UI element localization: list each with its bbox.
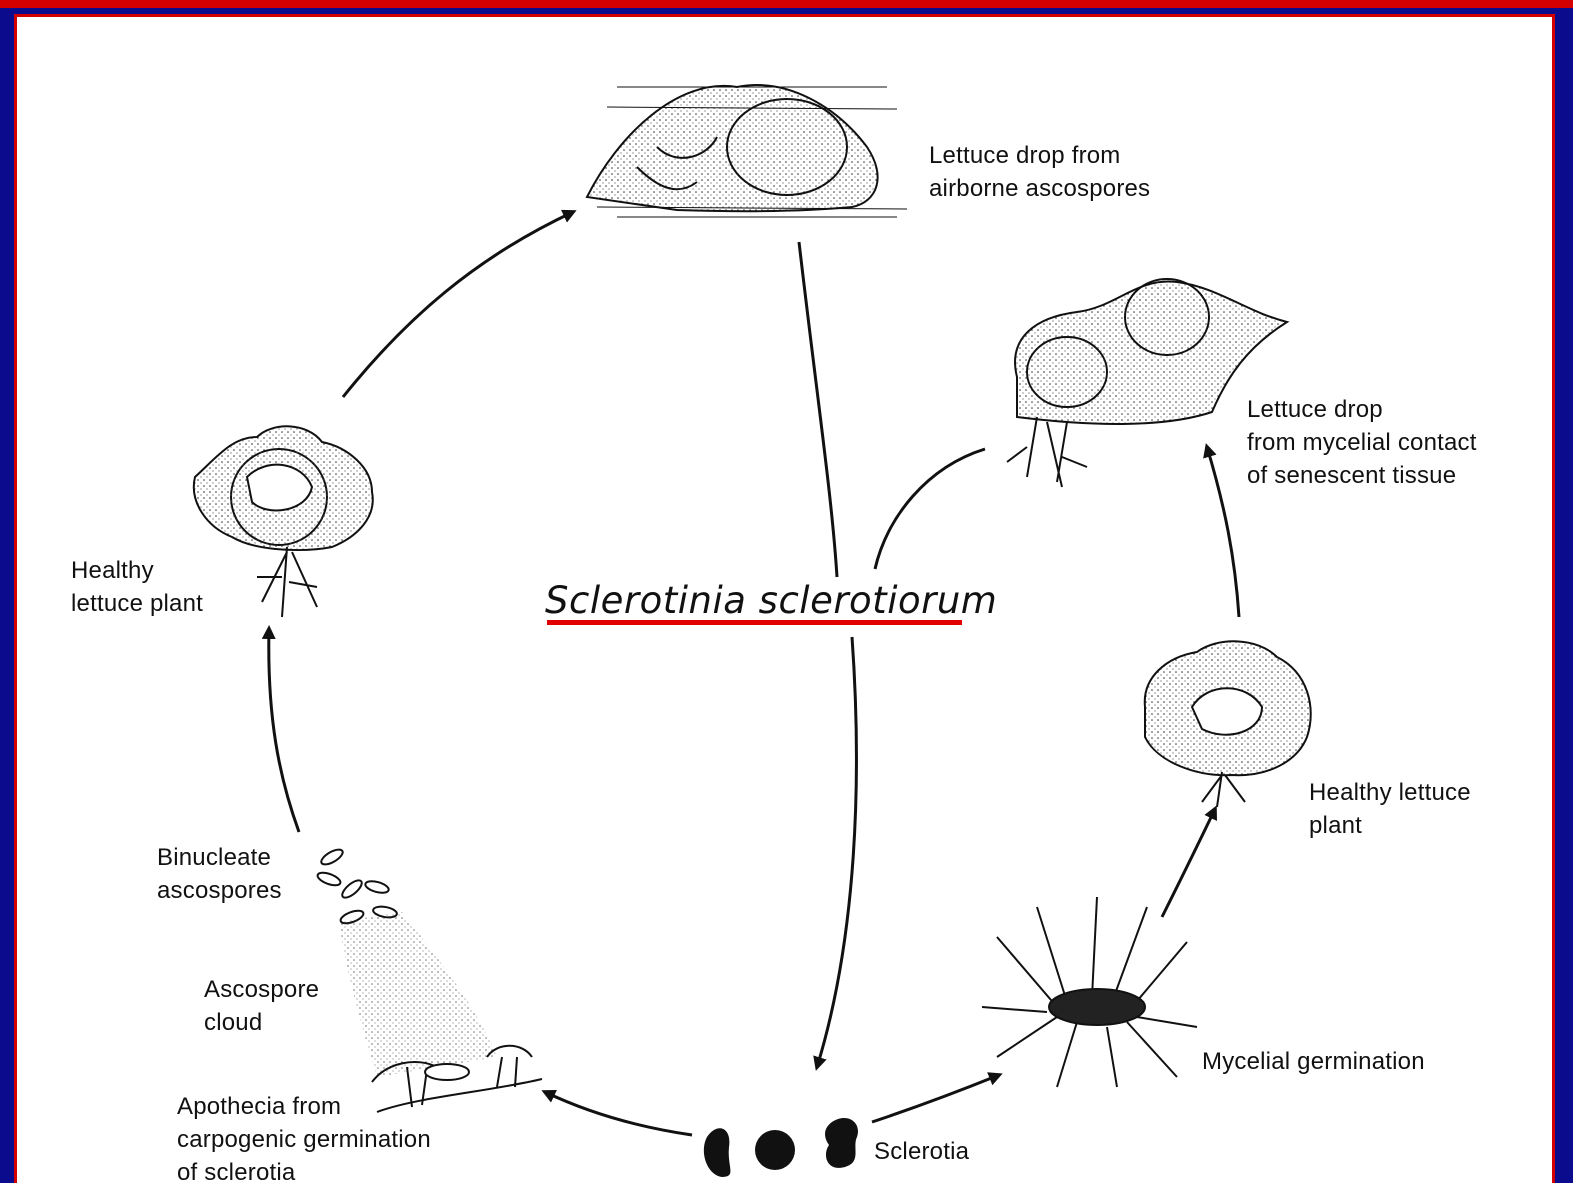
healthy-lettuce-right-icon	[1145, 641, 1311, 807]
title-underline	[547, 620, 962, 625]
label-binucleate: Binucleate ascospores	[157, 841, 282, 907]
label-apothecia: Apothecia from carpogenic germination of…	[177, 1090, 431, 1183]
arrow-mycelial-to-title	[875, 449, 985, 569]
label-healthy-left: Healthy lettuce plant	[71, 554, 203, 620]
label-mycelial-germination: Mycelial germination	[1202, 1045, 1425, 1078]
ascospore-cloud-icon	[339, 912, 497, 1077]
label-lettuce-drop-mycelial: Lettuce drop from mycelial contact of se…	[1247, 393, 1477, 492]
arrow-title-to-sclerotia	[817, 637, 856, 1067]
diseased-lettuce-mycelial-icon	[1007, 279, 1287, 487]
label-healthy-right: Healthy lettuce plant	[1309, 776, 1471, 842]
arrow-healthy-to-airborne	[343, 212, 573, 397]
top-red-rule	[0, 0, 1573, 8]
arrow-sclerotia-to-apothecia	[545, 1092, 692, 1135]
diagram-panel: Lettuce drop from airborne ascospores Le…	[14, 14, 1555, 1183]
sclerotia-icon	[704, 1118, 858, 1177]
healthy-lettuce-left-icon	[194, 426, 373, 617]
arrow-mycelial-to-healthy-right	[1162, 809, 1215, 917]
arrow-healthy-right-to-mycelial-drop	[1207, 447, 1239, 617]
diseased-lettuce-airborne-icon	[587, 85, 907, 217]
arrow-apothecia-to-healthy-left	[269, 629, 299, 832]
arrow-airborne-to-sclerotia	[799, 242, 837, 577]
label-sclerotia: Sclerotia	[874, 1135, 969, 1168]
mycelial-germination-icon	[982, 897, 1197, 1087]
label-ascospore-cloud: Ascospore cloud	[204, 973, 319, 1039]
diagram-title: Sclerotinia sclerotiorum	[545, 579, 997, 622]
arrow-sclerotia-to-mycelial	[872, 1075, 999, 1122]
ascospores-icon	[316, 847, 398, 926]
label-lettuce-drop-airborne: Lettuce drop from airborne ascospores	[929, 139, 1150, 205]
